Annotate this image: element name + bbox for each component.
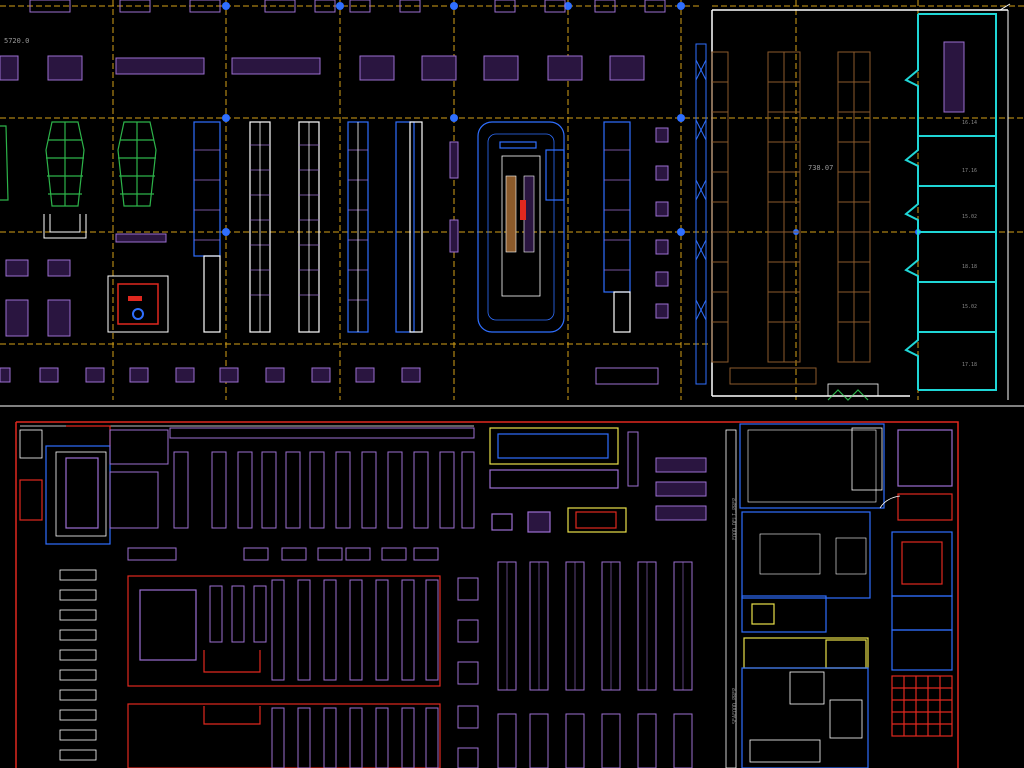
produce-section [489,427,627,533]
inner-aisles [209,579,439,768]
office-block [904,13,997,391]
loading-zigzag [827,389,869,401]
room-area-label: 17.18 [962,362,977,368]
room-area-label: 17.16 [962,168,977,174]
storage-racks [711,51,871,385]
center-island-counter [477,121,565,333]
top-edge-fixtures [29,0,666,13]
promo-row [127,547,439,561]
perimeter-shelving [109,427,475,529]
office-wall-right [999,3,1011,400]
storage-area-label: 738.07 [808,164,833,172]
room-area-label: 16.14 [962,120,977,126]
pallet-row-upper [0,55,645,81]
shelving-gondolas [193,121,631,333]
display-tables [627,431,707,521]
side-display-units [449,127,669,319]
prep-room-label: SEAFOOD PREP [732,688,738,724]
gondola-dividers [506,562,684,690]
room-area-label: 15.02 [962,304,977,310]
pallet-row-middle [5,259,71,337]
loading-dock [827,383,879,397]
top-floor-plan: 5720.0 [0,0,1024,401]
back-of-house [725,423,885,768]
prep-room-label: FOOD DELI PREP [732,498,738,540]
produce-tables [0,121,157,207]
outer-walls [15,421,959,768]
u-counter [43,214,87,239]
office-desk [943,41,965,113]
department-blocks [127,575,441,768]
service-island [107,275,169,333]
checkout-lanes [59,569,97,761]
pallet-row-lower [0,367,421,383]
restroom-block [19,425,111,545]
staff-rooms [891,429,953,737]
exit-door [879,495,901,509]
divider-wall [695,43,707,385]
counter-bottom [595,367,659,385]
bottom-floor-plan: FOOD DELI PREP SEAFOOD PREP [15,421,959,768]
room-area-label: 18.18 [962,264,977,270]
dimension-label: 5720.0 [4,37,29,45]
column-markers [222,2,921,236]
bench [115,233,167,243]
room-area-label: 15.02 [962,214,977,220]
office-room-areas: 16.14 17.16 15.02 18.18 15.02 17.18 [962,120,977,368]
